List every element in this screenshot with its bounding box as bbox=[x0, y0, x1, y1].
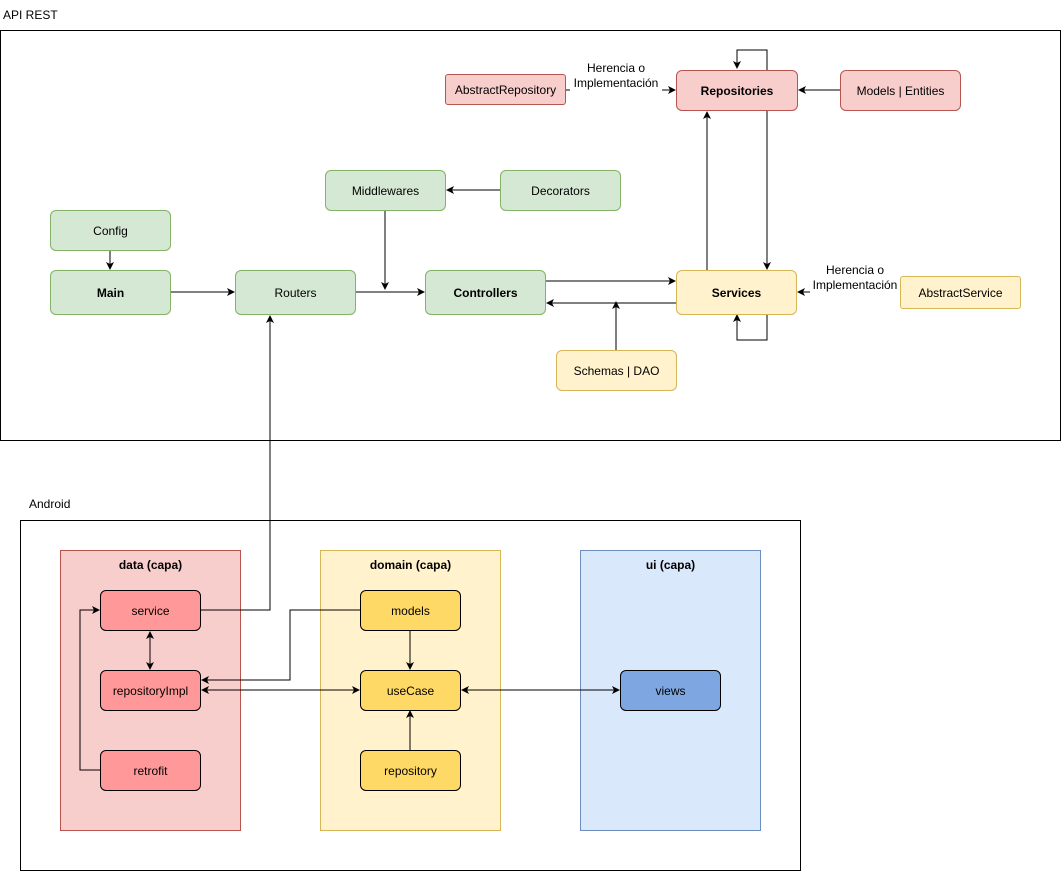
api-rest-title: API REST bbox=[3, 8, 58, 22]
node-android-repository-impl[interactable]: repositoryImpl bbox=[100, 670, 201, 711]
android-title: Android bbox=[29, 497, 71, 511]
node-main[interactable]: Main bbox=[50, 270, 171, 315]
node-android-views[interactable]: views bbox=[620, 670, 721, 711]
node-android-repository[interactable]: repository bbox=[360, 750, 461, 791]
repo-inheritance-line2: Implementación bbox=[573, 76, 659, 90]
repo-inheritance-line1: Herencia o bbox=[586, 61, 646, 75]
node-config[interactable]: Config bbox=[50, 210, 171, 251]
service-inheritance-label: Herencia o Implementación bbox=[810, 263, 900, 293]
node-android-usecase[interactable]: useCase bbox=[360, 670, 461, 711]
node-repositories[interactable]: Repositories bbox=[676, 70, 798, 111]
node-services[interactable]: Services bbox=[676, 270, 797, 315]
node-routers[interactable]: Routers bbox=[235, 270, 356, 315]
ui-layer-title: ui (capa) bbox=[645, 558, 696, 572]
service-inheritance-line2: Implementación bbox=[812, 278, 898, 292]
repo-inheritance-label: Herencia o Implementación bbox=[570, 61, 662, 91]
node-decorators[interactable]: Decorators bbox=[500, 170, 621, 211]
node-android-service[interactable]: service bbox=[100, 590, 201, 631]
node-android-retrofit[interactable]: retrofit bbox=[100, 750, 201, 791]
node-abstract-repository[interactable]: AbstractRepository bbox=[445, 74, 566, 105]
node-schemas-dao[interactable]: Schemas | DAO bbox=[556, 350, 677, 391]
domain-layer-title: domain (capa) bbox=[369, 558, 452, 572]
node-models-entities[interactable]: Models | Entities bbox=[840, 70, 961, 111]
node-android-models[interactable]: models bbox=[360, 590, 461, 631]
node-controllers[interactable]: Controllers bbox=[425, 270, 546, 315]
node-middlewares[interactable]: Middlewares bbox=[325, 170, 446, 211]
node-abstract-service[interactable]: AbstractService bbox=[900, 276, 1021, 309]
data-layer-title: data (capa) bbox=[118, 558, 183, 572]
service-inheritance-line1: Herencia o bbox=[825, 263, 885, 277]
